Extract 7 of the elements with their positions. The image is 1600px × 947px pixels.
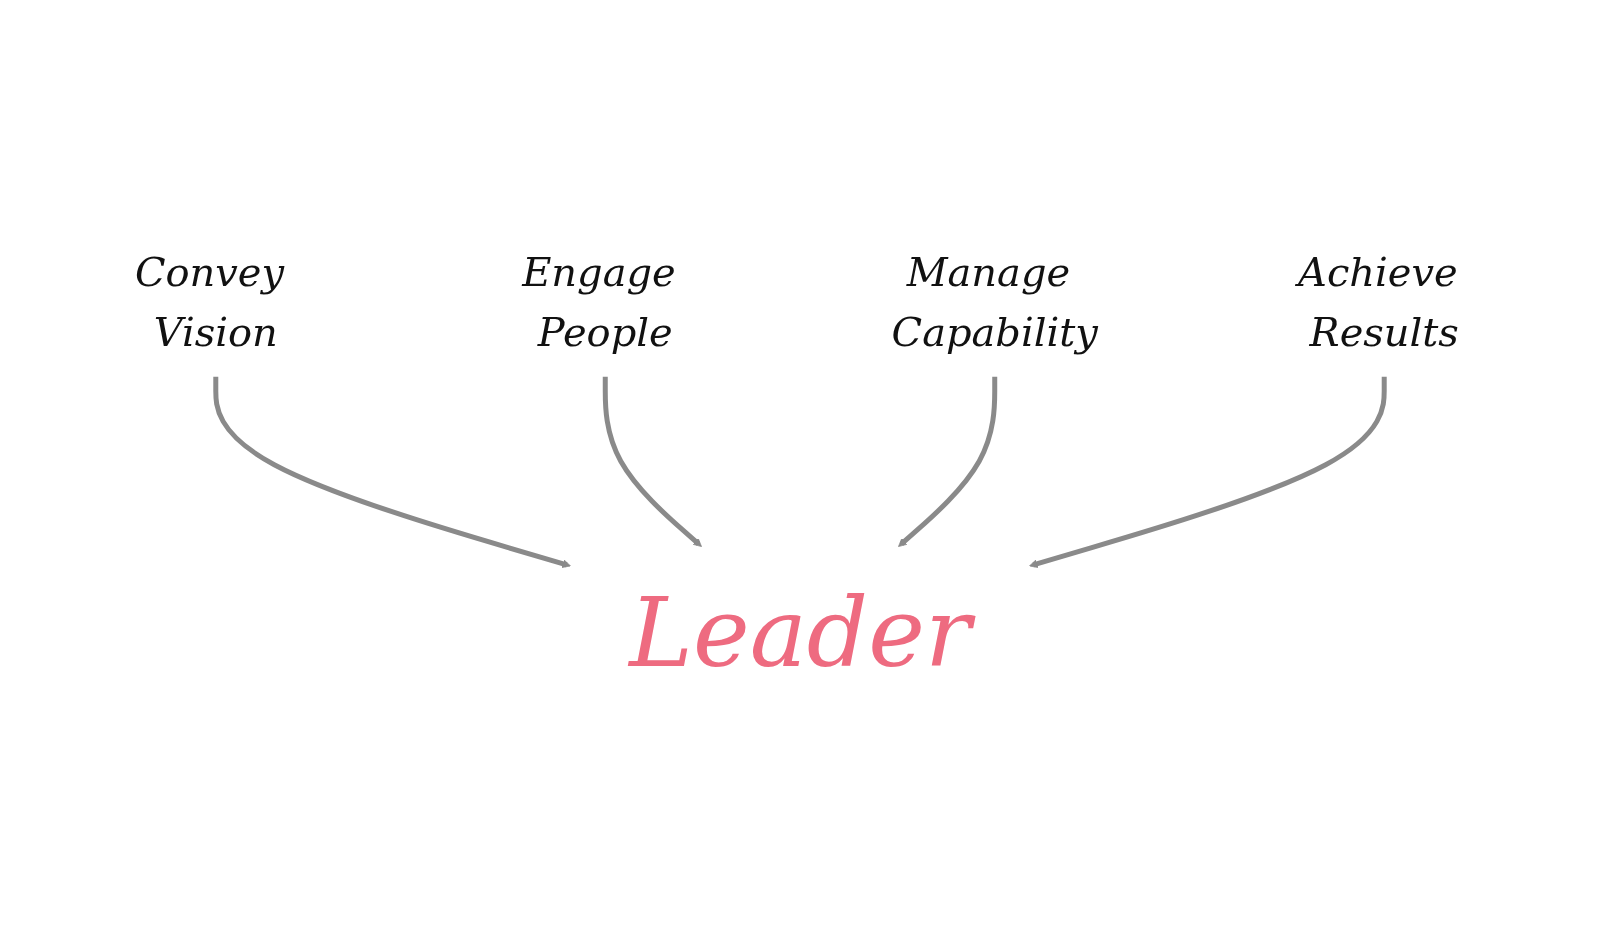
node-text: Manage Capability xyxy=(891,248,1098,355)
node-text: Convey Vision xyxy=(134,248,285,355)
node-text: Engage People xyxy=(522,248,676,355)
arrow xyxy=(602,376,702,547)
arrow xyxy=(213,376,571,568)
arrow xyxy=(1029,376,1387,568)
arrow xyxy=(898,376,998,547)
